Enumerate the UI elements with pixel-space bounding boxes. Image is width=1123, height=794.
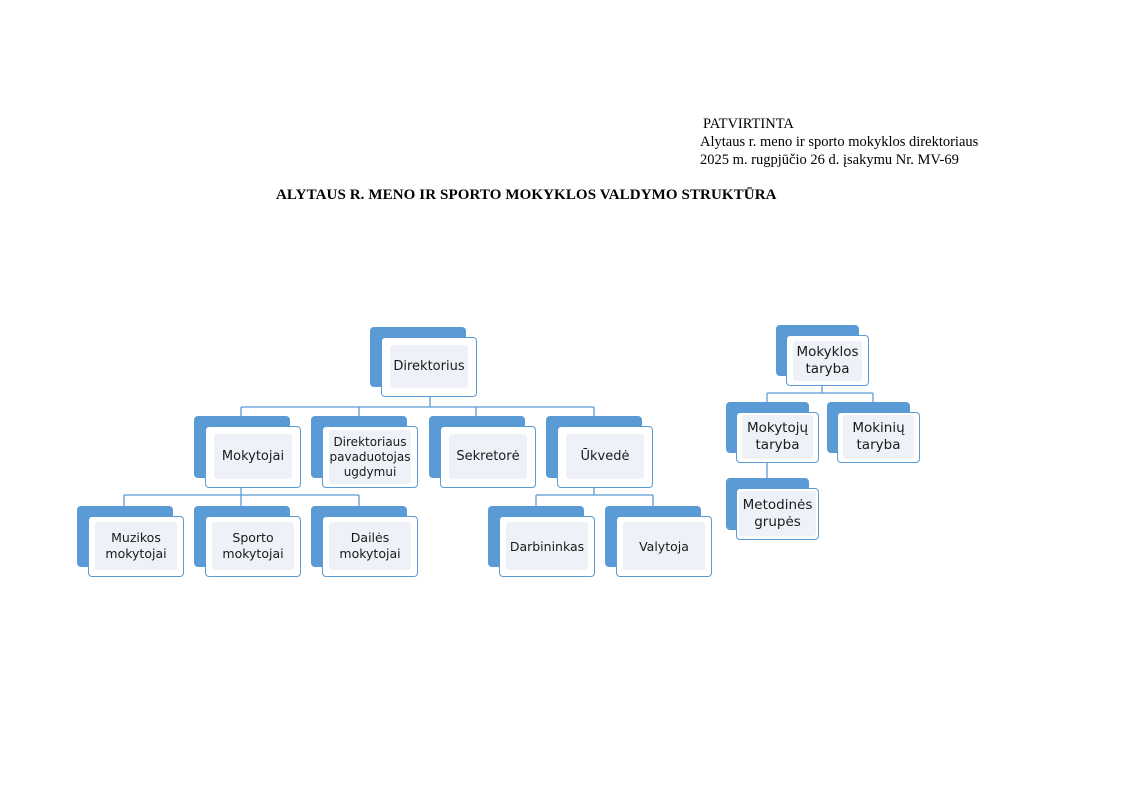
node-valytoja-label: Valytoja [623,522,705,570]
node-muzikos-mokytojai: Muzikos mokytojai [77,506,184,577]
approval-line-2: Alytaus r. meno ir sporto mokyklos direk… [700,134,979,150]
node-mokiniu-taryba-label: Mokinių taryba [843,415,914,459]
node-sekretore: Sekretorė [429,416,536,488]
approval-line-3: 2025 m. rugpjūčio 26 d. įsakymu Nr. MV-6… [700,152,959,168]
node-valytoja: Valytoja [605,506,712,577]
node-mokyklos-taryba-label: Mokyklos taryba [793,341,862,381]
approval-line-1: PATVIRTINTA [703,116,794,132]
node-sporto-label: Sporto mokytojai [212,522,294,570]
node-mokytoju-taryba-label: Mokytojų taryba [742,415,813,459]
node-ukvede-label: Ūkvedė [566,434,644,479]
node-darbininkas: Darbininkas [488,506,595,577]
node-muzikos-label: Muzikos mokytojai [95,522,177,570]
node-dailes-label: Dailės mokytojai [329,522,411,570]
node-mokiniu-taryba: Mokinių taryba [827,402,920,463]
node-mokytoju-taryba: Mokytojų taryba [726,402,819,463]
node-direktorius: Direktorius [370,327,477,397]
node-ukvede: Ūkvedė [546,416,653,488]
node-sporto-mokytojai: Sporto mokytojai [194,506,301,577]
node-dailes-mokytojai: Dailės mokytojai [311,506,418,577]
node-pavaduotojas: Direktoriaus pavaduotojas ugdymui [311,416,418,488]
node-mokyklos-taryba: Mokyklos taryba [776,325,869,386]
node-darbininkas-label: Darbininkas [506,522,588,570]
node-pavaduotojas-label: Direktoriaus pavaduotojas ugdymui [329,430,411,484]
node-metodines-grupes: Metodinės grupės [726,478,819,540]
node-metodines-label: Metodinės grupės [739,491,816,536]
approval-block: PATVIRTINTA Alytaus r. meno ir sporto mo… [700,115,978,169]
node-mokytojai-label: Mokytojai [214,434,292,479]
node-mokytojai: Mokytojai [194,416,301,488]
node-sekretore-label: Sekretorė [449,434,527,479]
node-direktorius-label: Direktorius [390,345,468,388]
document-title: ALYTAUS R. MENO IR SPORTO MOKYKLOS VALDY… [276,187,777,203]
